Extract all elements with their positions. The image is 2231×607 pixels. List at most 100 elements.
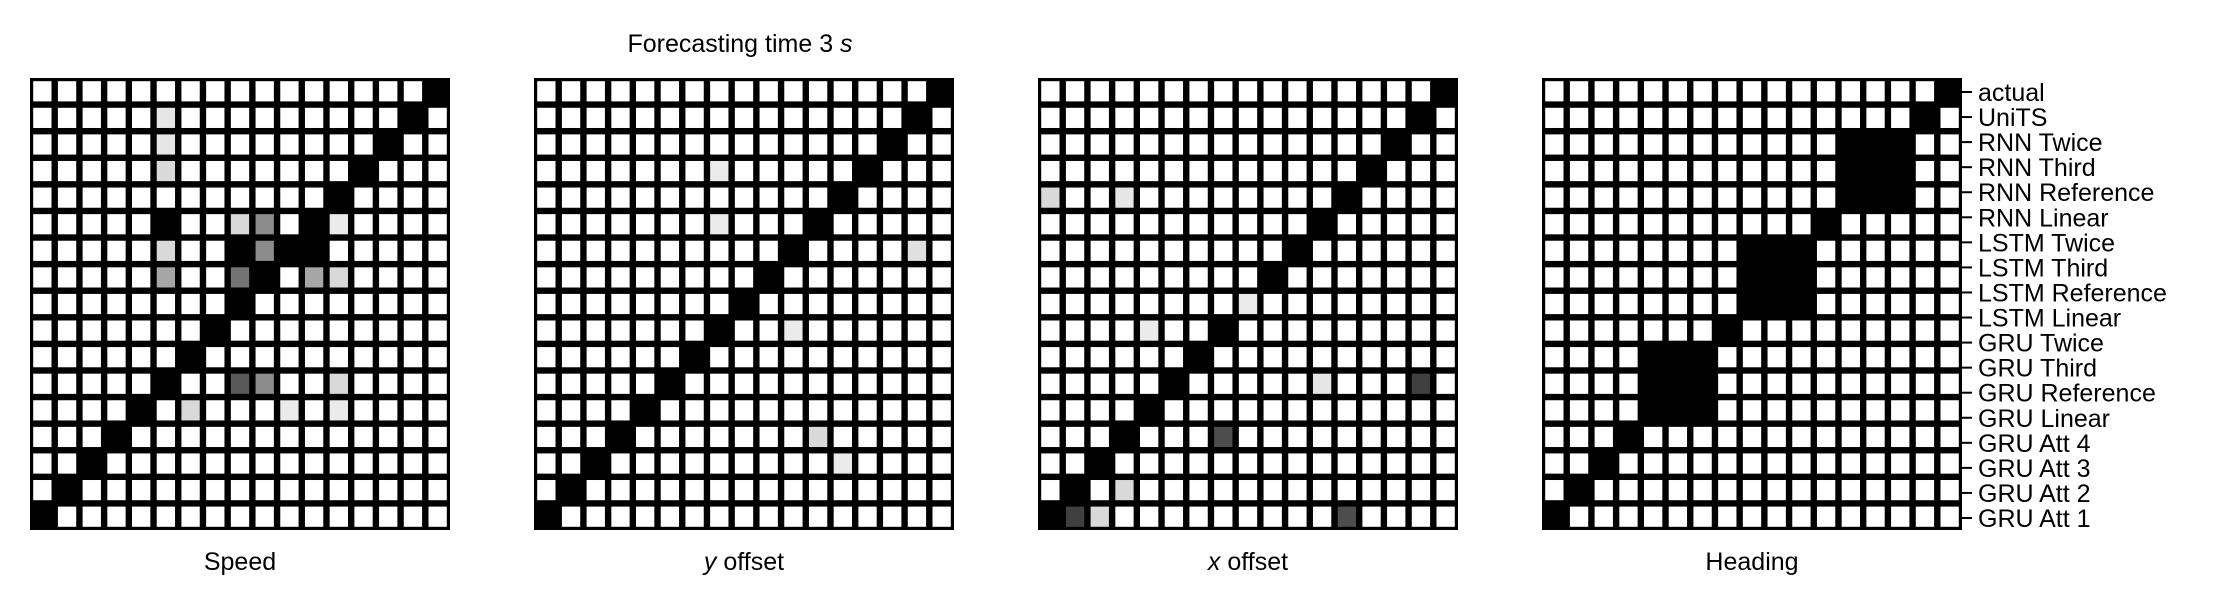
heatmap-cell: [1164, 400, 1184, 421]
heatmap-cell: [1792, 81, 1811, 102]
heatmap-cell: [636, 267, 655, 288]
heatmap-cell: [1140, 240, 1159, 261]
heatmap-cell: [57, 480, 77, 501]
heatmap-cell: [304, 400, 324, 421]
heatmap-cell: [1668, 107, 1688, 128]
heatmap-cell: [1767, 373, 1786, 394]
heatmap-cell: [858, 506, 877, 527]
heatmap-cell: [858, 293, 877, 315]
heatmap-cell: [1214, 134, 1233, 155]
heatmap-cell: [1312, 293, 1332, 315]
heatmap-cell: [1619, 214, 1638, 235]
heatmap-cell: [1718, 134, 1737, 155]
heatmap-cell: [33, 373, 52, 394]
heatmap-cell: [1362, 134, 1381, 155]
heatmap-cell: [354, 400, 373, 421]
heatmap-cell: [1312, 506, 1332, 527]
heatmap-cell: [280, 480, 299, 501]
heatmap-cell: [1816, 187, 1836, 208]
heatmap-cell: [156, 293, 176, 315]
heatmap-cell: [1090, 453, 1109, 474]
heatmap-cell: [1644, 187, 1663, 208]
heatmap-cell: [1337, 320, 1356, 341]
heatmap-cell: [1090, 81, 1109, 102]
heatmap-cell: [1841, 320, 1860, 341]
heatmap-cell: [710, 373, 729, 394]
heatmap-cell: [1041, 347, 1060, 368]
heatmap-cell: [107, 373, 126, 394]
heatmap-cell: [537, 506, 556, 527]
heatmap-cell: [1387, 453, 1406, 474]
heatmap-cell: [636, 506, 655, 527]
heatmap-cell: [428, 347, 447, 368]
heatmap-cell: [1065, 214, 1085, 235]
heatmap-cell: [784, 347, 803, 368]
heatmap-cell: [354, 240, 373, 261]
heatmap-cell: [858, 426, 877, 448]
heatmap-cell: [206, 160, 225, 182]
heatmap-cell: [1693, 400, 1712, 421]
heatmap-cell: [1164, 320, 1184, 341]
heatmap-cell: [1189, 347, 1208, 368]
heatmap-cell: [181, 400, 200, 421]
heatmap-cell: [1115, 134, 1134, 155]
heatmap-cell: [611, 320, 630, 341]
heatmap-cell: [33, 293, 52, 315]
heatmap-cell: [428, 320, 447, 341]
heatmap-cell: [1891, 160, 1910, 182]
heatmap-cell: [1619, 453, 1638, 474]
heatmap-cell: [1041, 373, 1060, 394]
heatmap-cell: [1115, 506, 1134, 527]
heatmap-cell: [1041, 320, 1060, 341]
heatmap-cell: [561, 400, 581, 421]
heatmap-cell: [1569, 160, 1589, 182]
heatmap-cell: [1742, 187, 1762, 208]
heatmap-cell: [1288, 160, 1307, 182]
heatmap-cell: [354, 160, 373, 182]
heatmap-cell: [1263, 160, 1282, 182]
heatmap-cell: [1337, 453, 1356, 474]
heatmap-cell: [1041, 426, 1060, 448]
heatmap-cell: [1436, 81, 1455, 102]
heatmap-cell: [685, 81, 704, 102]
heatmap-cell: [734, 187, 754, 208]
heatmap-cell: [403, 347, 423, 368]
heatmap-cell: [611, 293, 630, 315]
heatmap-cell: [1214, 107, 1233, 128]
heatmap-cell: [1792, 373, 1811, 394]
axis-label-x: x offset: [1207, 548, 1288, 576]
heatmap-cell: [561, 187, 581, 208]
heatmap-cell: [1693, 373, 1712, 394]
heatmap-cell: [1668, 214, 1688, 235]
heatmap-cell: [1545, 347, 1564, 368]
heatmap-cell: [1792, 320, 1811, 341]
heatmap-cell: [57, 187, 77, 208]
heatmap-cell: [255, 293, 274, 315]
heatmap-cell: [1545, 453, 1564, 474]
heatmap-cell: [1693, 187, 1712, 208]
heatmap-cell: [1387, 480, 1406, 501]
heatmap-cell: [1594, 347, 1613, 368]
heatmap-cell: [1619, 426, 1638, 448]
heatmap-cell: [586, 373, 605, 394]
heatmap-cell: [660, 81, 680, 102]
heatmap-cell: [1288, 373, 1307, 394]
heatmap-cell: [1288, 134, 1307, 155]
heatmap-cell: [1718, 160, 1737, 182]
heatmap-cell: [1065, 400, 1085, 421]
heatmap-cell: [759, 400, 778, 421]
heatmap-cell: [1189, 187, 1208, 208]
heatmap-cell: [354, 107, 373, 128]
heatmap-cell: [57, 293, 77, 315]
heatmap-cell: [1619, 347, 1638, 368]
heatmap-cell: [1288, 426, 1307, 448]
heatmap-cell: [1866, 134, 1885, 155]
heatmap-cell: [1644, 240, 1663, 261]
heatmap-cell: [1891, 453, 1910, 474]
heatmap-cell: [1644, 107, 1663, 128]
heatmap-cell: [1619, 293, 1638, 315]
heatmap-cell: [833, 240, 852, 261]
heatmap-cell: [1644, 267, 1663, 288]
heatmap-cell: [1337, 107, 1356, 128]
